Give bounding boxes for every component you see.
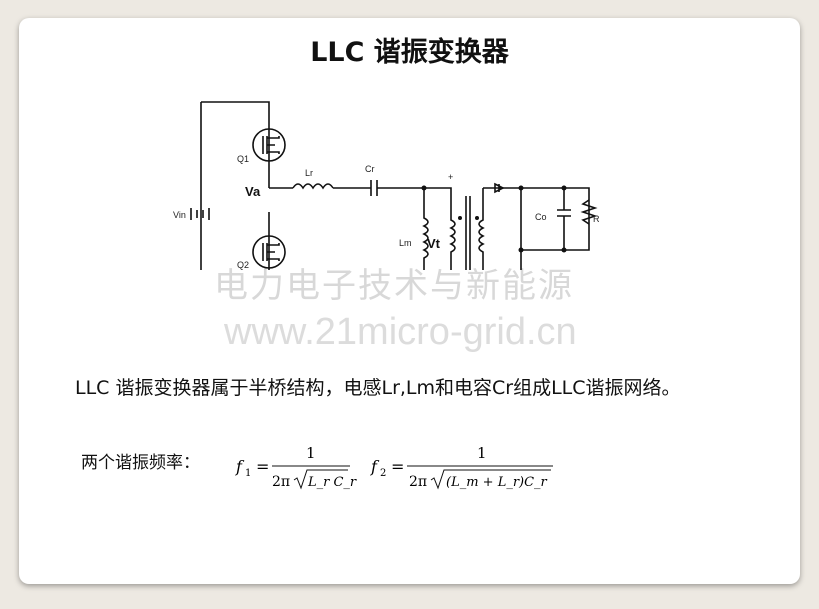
f2-sub: 2 xyxy=(380,468,386,479)
llc-circuit-diagram: Q1 Q2 Vin Va Lr Cr Lm Vt Co Rl + - xyxy=(173,101,599,270)
f1-den-pre: 2π xyxy=(272,474,290,490)
description-text: LLC 谐振变换器属于半桥结构，电感Lr,Lm和电容Cr组成LLC谐振网络。 xyxy=(75,377,681,399)
formula-f2: f 2 = 1 2π (L_m + L_r)C_r xyxy=(369,436,559,498)
label-vt: Vt xyxy=(427,236,441,251)
f1-lhs: f xyxy=(235,457,245,476)
svg-text:=: = xyxy=(256,457,269,476)
f2-den-rad: (L_m + L_r)C_r xyxy=(446,475,548,490)
svg-text:=: = xyxy=(391,457,404,476)
frequency-label: 两个谐振频率： xyxy=(81,453,200,473)
slide-title: LLC 谐振变换器 xyxy=(310,37,509,68)
f2-den-pre: 2π xyxy=(409,474,427,490)
f2-num: 1 xyxy=(477,444,487,462)
label-plus: + xyxy=(448,172,453,182)
label-va: Va xyxy=(245,184,261,199)
slide: LLC 谐振变换器 电力电子技术与新能源 www.21micro-grid.cn xyxy=(19,18,800,584)
label-co: Co xyxy=(535,212,547,222)
f2-lhs: f xyxy=(370,457,380,476)
watermark-url: www.21micro-grid.cn xyxy=(224,311,577,353)
label-vin: Vin xyxy=(173,210,186,220)
label-lr: Lr xyxy=(305,168,313,178)
label-lm: Lm xyxy=(399,238,412,248)
f1-den-rad: L_r C_r xyxy=(307,475,357,490)
f1-num: 1 xyxy=(306,444,316,462)
label-rl: Rl xyxy=(593,214,599,224)
formula-f1: f 1 = 1 2π L_r C_r xyxy=(234,436,359,498)
label-q1: Q1 xyxy=(237,154,249,164)
f1-sub: 1 xyxy=(245,468,251,479)
label-q2: Q2 xyxy=(237,260,249,270)
label-cr: Cr xyxy=(365,164,375,174)
watermark-chinese: 电力电子技术与新能源 xyxy=(214,266,574,306)
